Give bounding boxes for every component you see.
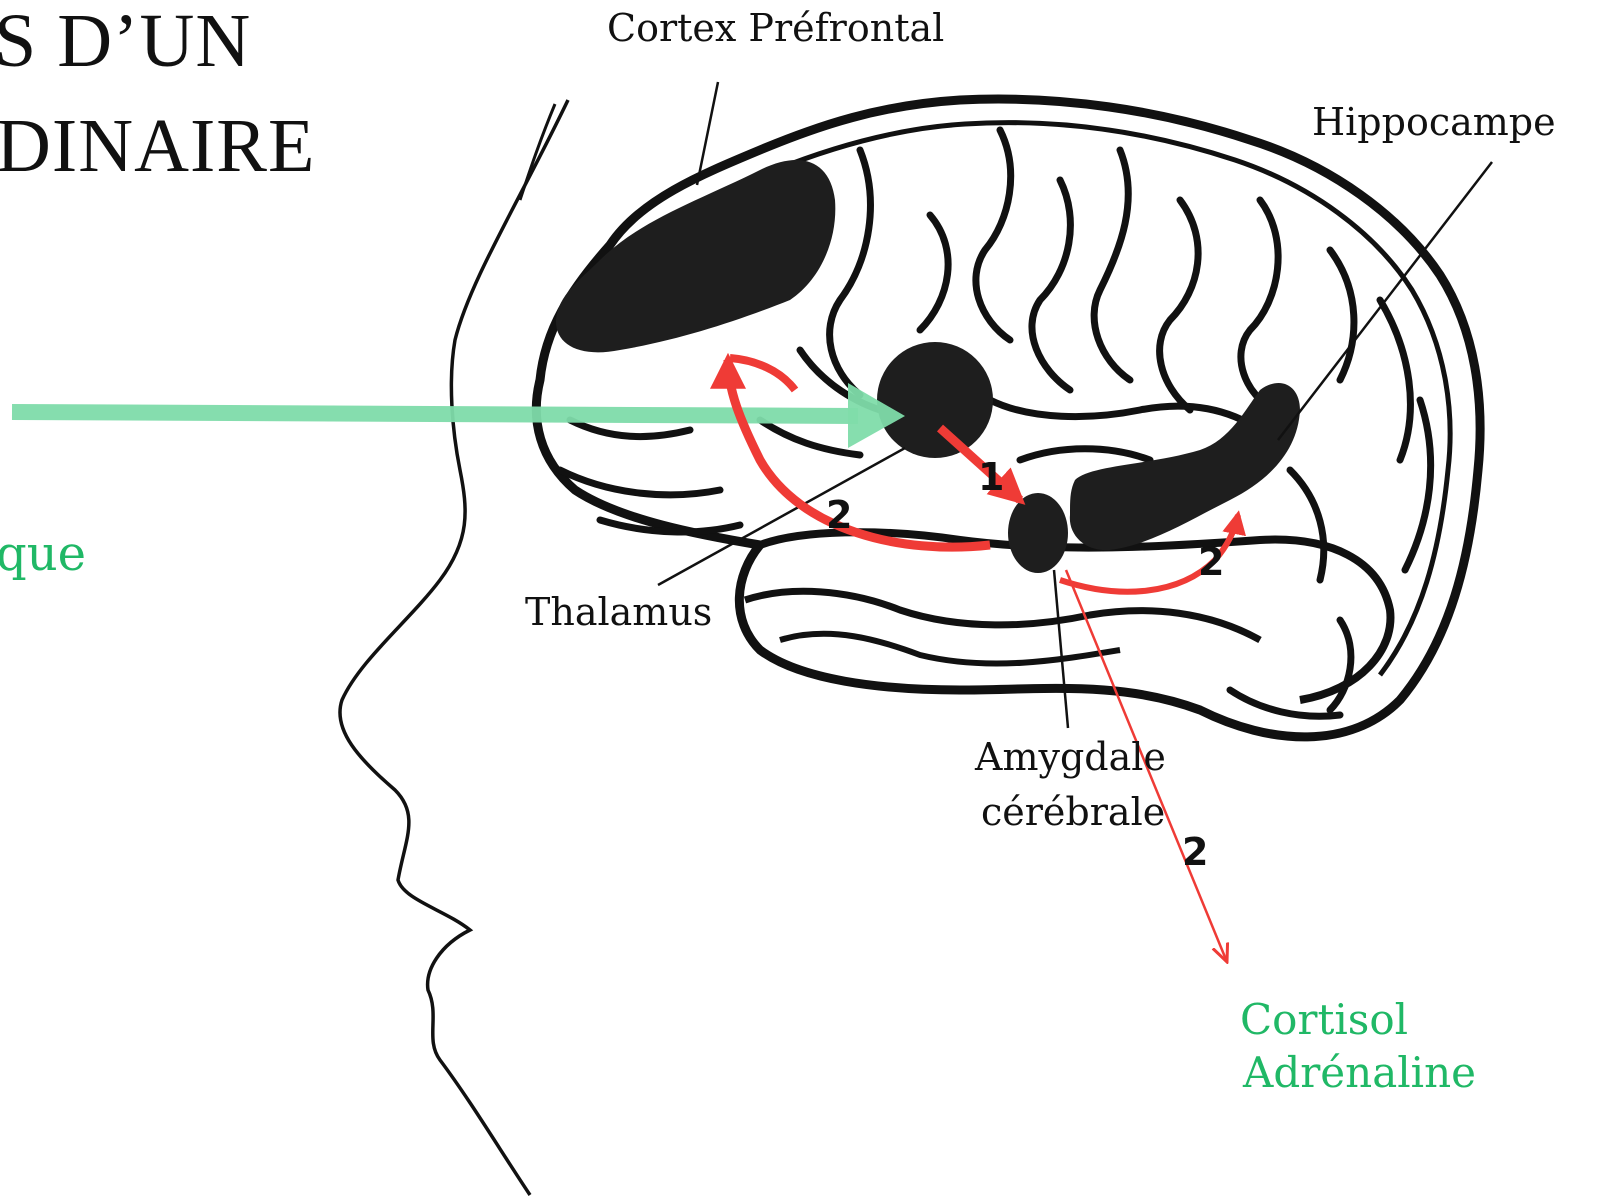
title-line-1: S D’UN (0, 0, 251, 85)
head-profile-outline (340, 100, 568, 1195)
step-number-2-hormones: 2 (1182, 830, 1208, 874)
label-cerebrale: cérébrale (981, 790, 1165, 834)
label-amygdale: Amygdale (975, 735, 1166, 779)
amygdala-region (1008, 493, 1068, 573)
side-text: que (0, 526, 86, 582)
hippocampe-leader-line (1278, 162, 1492, 440)
step-number-2-prefrontal: 2 (826, 493, 852, 537)
temporal-fold-2 (780, 634, 1120, 664)
head-profile-back (520, 104, 555, 200)
step-number-2-hippocampus: 2 (1198, 540, 1224, 584)
amygdale-leader-line (1054, 570, 1068, 728)
step-number-1: 1 (978, 455, 1004, 499)
sensory-input-arrow-shaft (12, 412, 858, 416)
label-cortisol: Cortisol (1240, 995, 1408, 1044)
label-thalamus: Thalamus (525, 590, 712, 634)
thalamus-region (877, 342, 993, 458)
thalamus-leader-line (658, 448, 905, 585)
prefrontal-return-arrow (730, 358, 795, 390)
label-cortex-prefrontal: Cortex Préfrontal (607, 6, 944, 50)
label-adrenaline: Adrénaline (1243, 1048, 1476, 1097)
label-hippocampe: Hippocampe (1312, 100, 1556, 144)
title-line-2: DINAIRE (0, 103, 315, 190)
